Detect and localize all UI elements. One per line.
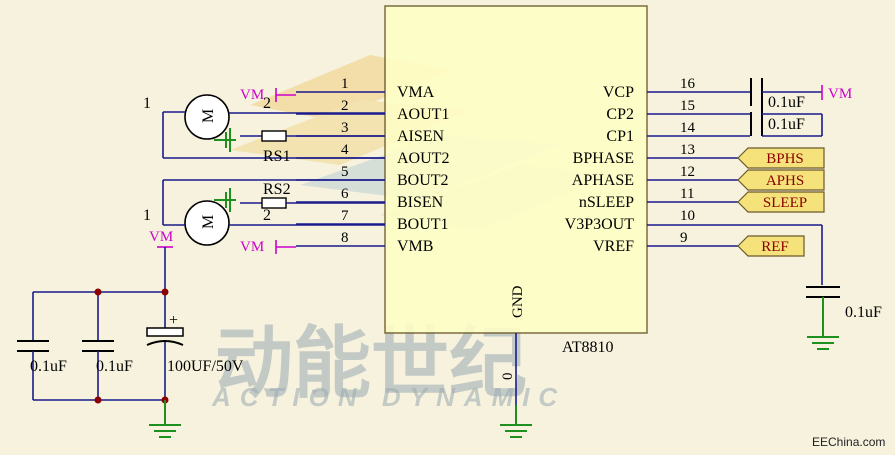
svg-text:VM: VM — [240, 87, 264, 103]
pin-4-number: 4 — [341, 142, 349, 158]
svg-text:100UF/50V: 100UF/50V — [167, 358, 244, 375]
port-sleep — [737, 191, 825, 213]
pin-11-number: 11 — [680, 186, 694, 202]
chip-name: AT8810 — [562, 339, 614, 356]
chip-body — [384, 5, 648, 334]
pin-5-number: 5 — [341, 164, 349, 180]
sense-resistor-rs2: RS2 — [240, 181, 385, 209]
svg-text:+: + — [169, 312, 178, 329]
pin-11-name: nSLEEP — [579, 194, 634, 211]
pin-16-number: 16 — [680, 76, 696, 92]
vm-bulk-caps: VM + 0.1uF 0.1uF 100UF/50V — [17, 229, 244, 438]
pin-2-number: 2 — [341, 98, 349, 114]
pin-4-name: AOUT2 — [397, 150, 449, 167]
port-ref-label: REF — [761, 239, 789, 255]
svg-text:0.1uF: 0.1uF — [845, 304, 882, 321]
svg-text:VM: VM — [828, 86, 852, 102]
v3p3-cap: 0.1uF — [647, 224, 882, 350]
sense-resistor-rs1: RS1 — [240, 130, 385, 165]
svg-text:VM: VM — [149, 229, 173, 245]
svg-text:1: 1 — [143, 95, 151, 112]
pin-9-name: VREF — [593, 238, 634, 255]
pin-16-name: VCP — [603, 84, 634, 101]
pin-8-number: 8 — [341, 230, 349, 246]
svg-text:2: 2 — [263, 95, 271, 112]
svg-text:RS2: RS2 — [263, 181, 291, 198]
cap-cp1-label: 0.1uF — [768, 94, 805, 111]
svg-text:M: M — [200, 109, 217, 123]
gnd-pin-number: 0 — [500, 373, 516, 381]
vm-flag-pin8: VM — [240, 239, 296, 255]
port-aphs — [737, 169, 825, 191]
pin-10-number: 10 — [680, 208, 695, 224]
pin-7-name: BOUT1 — [397, 216, 449, 233]
motor-b: M 1 2 — [143, 179, 385, 246]
port-sleep-label: SLEEP — [763, 195, 807, 211]
pin-6-number: 6 — [341, 186, 349, 202]
pin-13-name: BPHASE — [573, 150, 634, 167]
pin-10-name: V3P3OUT — [565, 216, 635, 233]
pin-15-name: CP2 — [606, 106, 634, 123]
port-bphs-label: BPHS — [766, 151, 804, 167]
pin-12-name: APHASE — [572, 172, 634, 189]
pin-2-name: AOUT1 — [397, 106, 449, 123]
svg-text:0.1uF: 0.1uF — [96, 358, 133, 375]
pin-12-number: 12 — [680, 164, 695, 180]
pin-15-number: 15 — [680, 98, 695, 114]
pin-3-number: 3 — [341, 120, 349, 136]
port-ref — [737, 235, 805, 257]
vm-flag-pin1: VM — [240, 87, 296, 103]
svg-text:M: M — [200, 215, 217, 229]
pin-8-name: VMB — [397, 238, 433, 255]
svg-text:2: 2 — [263, 207, 271, 224]
pin-14-name: CP1 — [606, 128, 634, 145]
charge-pump-caps: VM 0.1uF 0.1uF — [647, 78, 852, 137]
port-bphs — [737, 147, 825, 169]
pin-5-name: BOUT2 — [397, 172, 449, 189]
pin-7-number: 7 — [341, 208, 349, 224]
pin-1-name: VMA — [397, 84, 435, 101]
pin-13-number: 13 — [680, 142, 695, 158]
site-credit: EEChina.com — [812, 435, 885, 449]
svg-text:0.1uF: 0.1uF — [30, 358, 67, 375]
svg-text:RS1: RS1 — [263, 148, 291, 165]
svg-text:1: 1 — [143, 207, 151, 224]
pin-3-name: AISEN — [397, 128, 445, 145]
pin-6-name: BISEN — [397, 194, 444, 211]
chip-gnd-label: GND — [510, 285, 526, 318]
cap-cp2-label: 0.1uF — [768, 116, 805, 133]
watermark-en: ACTION DYNAMIC — [211, 382, 566, 412]
svg-text:VM: VM — [240, 239, 264, 255]
ground-symbol — [500, 405, 532, 438]
pin-1-number: 1 — [341, 76, 349, 92]
motor-a: M 1 2 — [143, 94, 385, 159]
port-aphs-label: APHS — [766, 173, 804, 189]
pin-14-number: 14 — [680, 120, 696, 136]
pin-9-number: 9 — [680, 230, 688, 246]
